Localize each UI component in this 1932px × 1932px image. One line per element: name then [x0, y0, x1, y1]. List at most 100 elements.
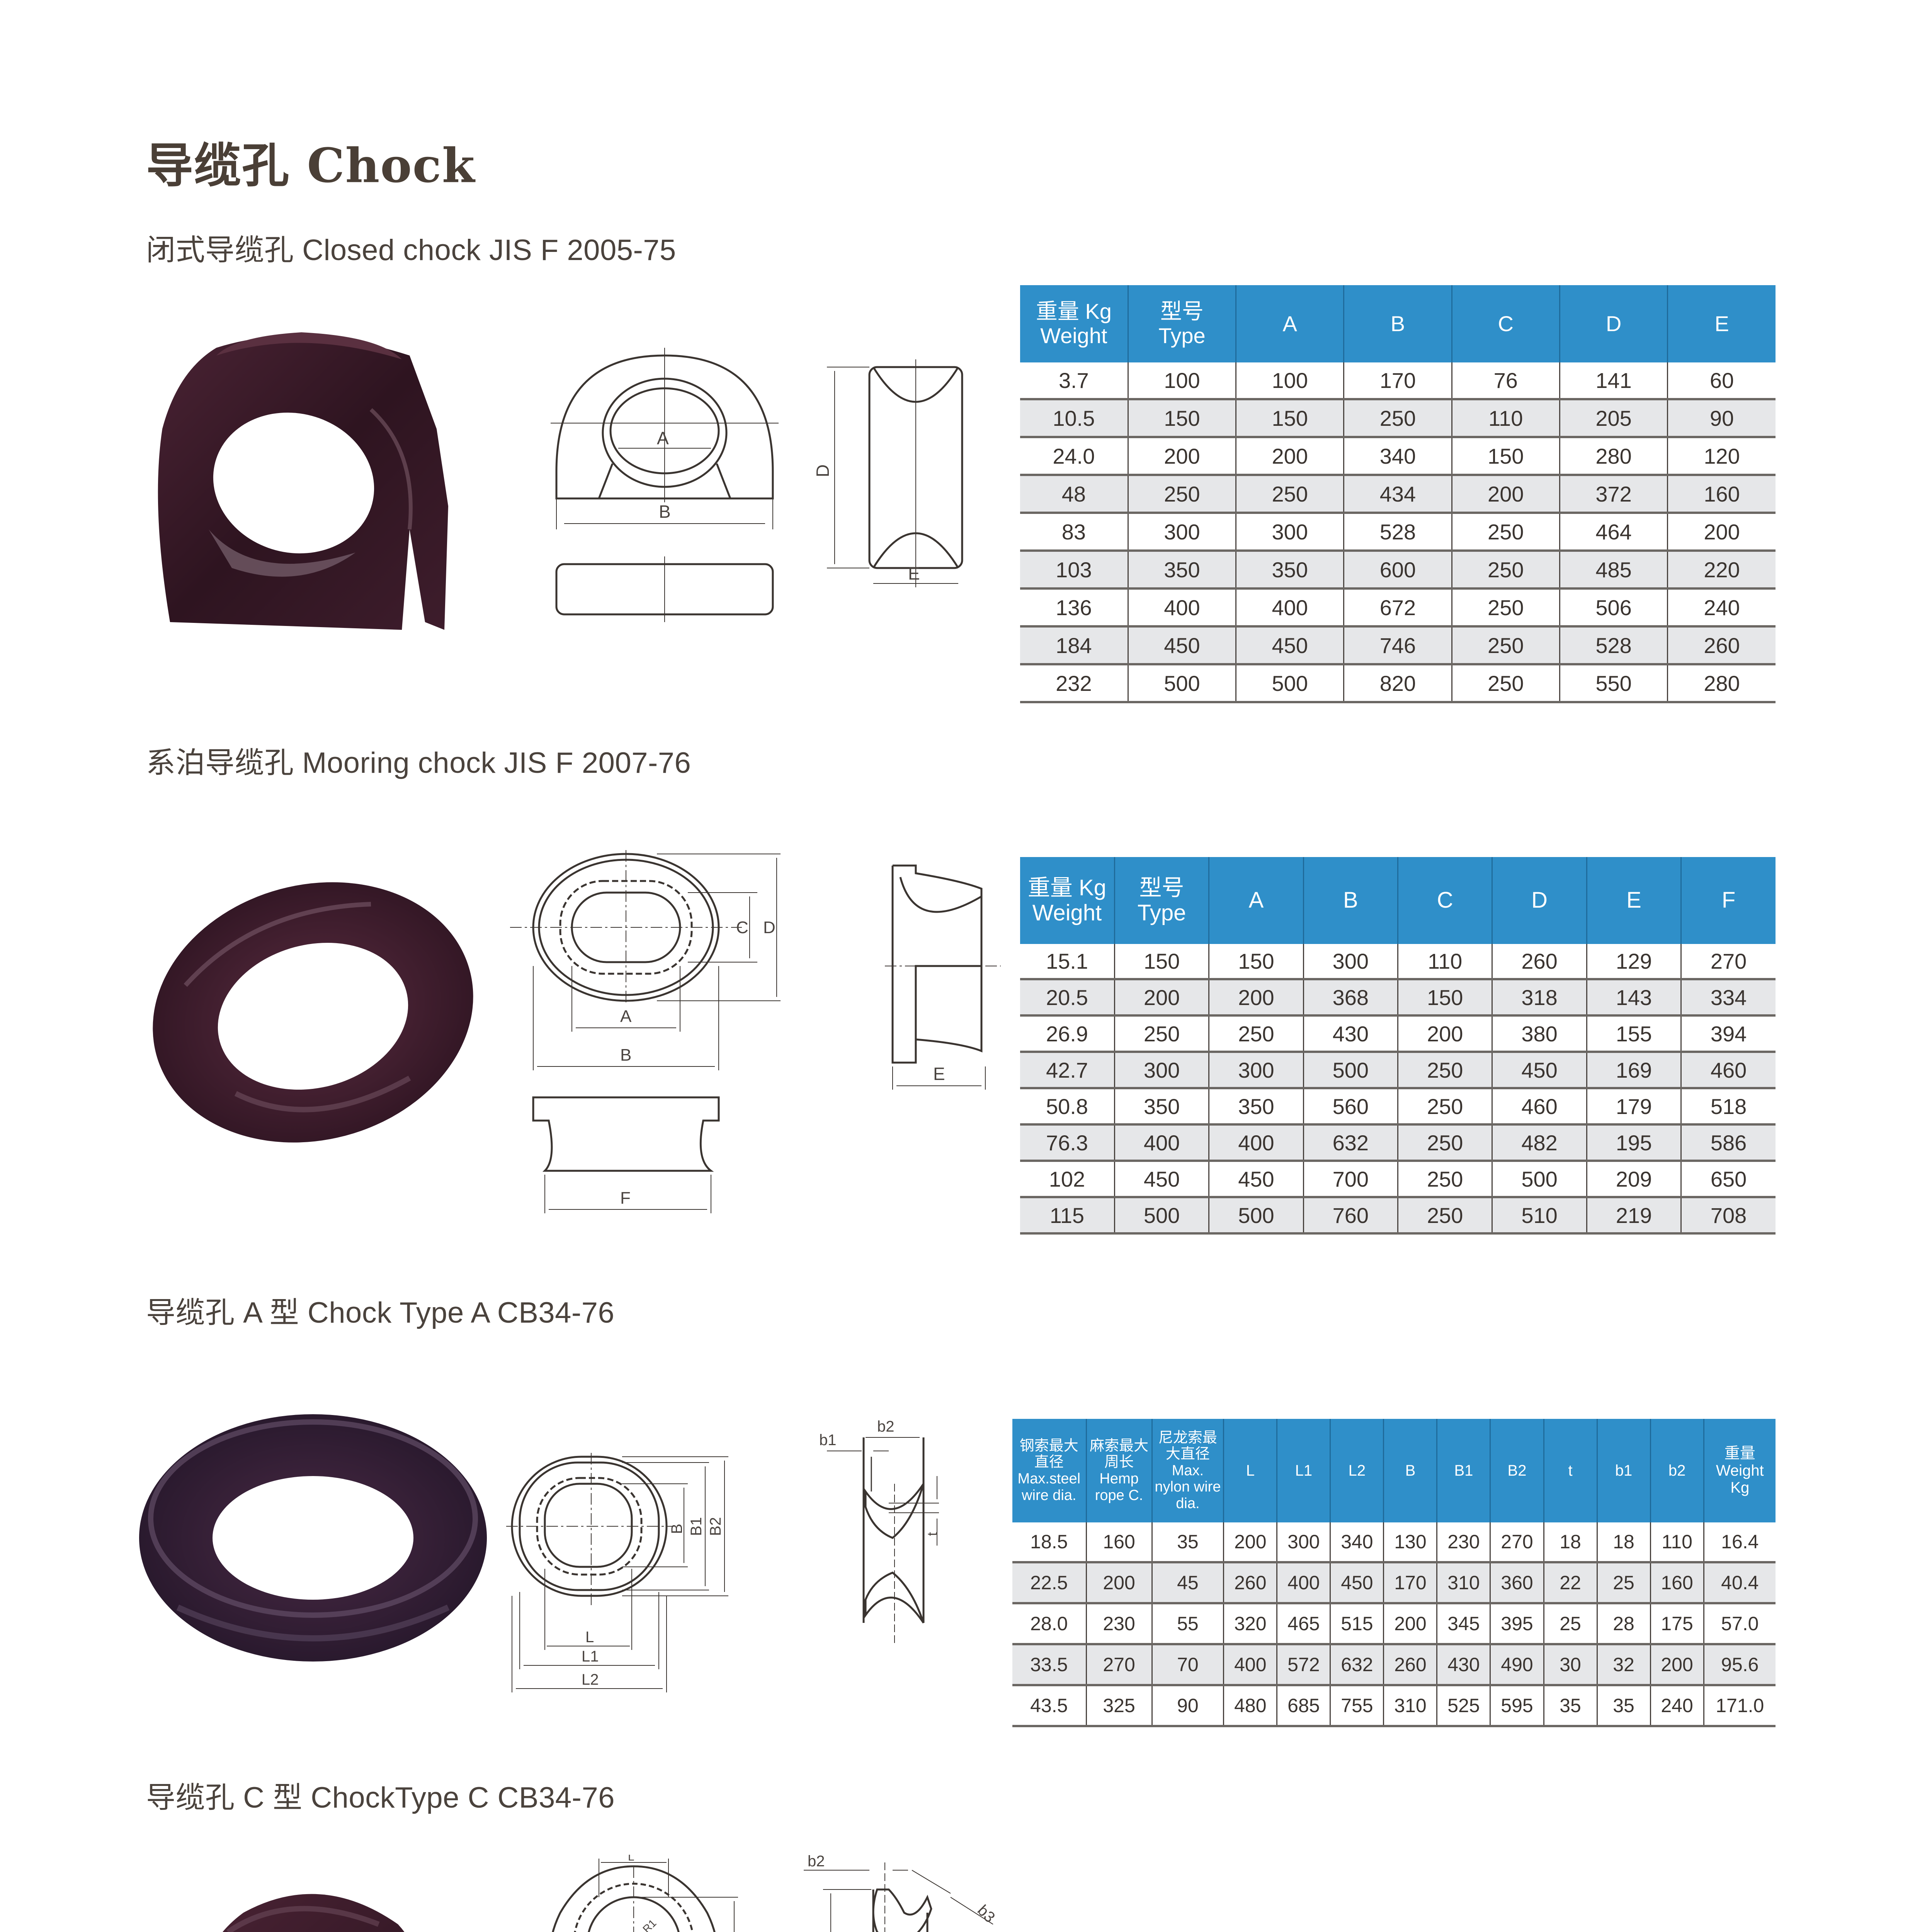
col-f: F	[1680, 857, 1776, 944]
table-cell: 200	[1235, 436, 1344, 475]
dim-label-b2-small: b2	[808, 1853, 825, 1870]
dim-label-e: E	[908, 563, 920, 583]
table-cell: 200	[1085, 1561, 1152, 1603]
table-cell: 280	[1667, 663, 1776, 702]
dim-label-b2: b2	[877, 1418, 895, 1435]
table-cell: 400	[1223, 1643, 1277, 1685]
table-cell: 55	[1151, 1602, 1224, 1644]
page-title: 导缆孔 Chock	[146, 138, 476, 193]
table-cell: 250	[1451, 625, 1560, 664]
col-a: A	[1235, 285, 1344, 362]
table-cell: 320	[1223, 1602, 1277, 1644]
table-cell: 155	[1586, 1014, 1681, 1052]
table-cell: 310	[1436, 1561, 1490, 1603]
table-cell: 300	[1303, 944, 1398, 979]
table-cell: 25	[1543, 1602, 1597, 1644]
table-cell: 28	[1596, 1602, 1651, 1644]
table-cell: 160	[1650, 1561, 1704, 1603]
table-cell: 200	[1397, 1014, 1492, 1052]
table-cell: 219	[1586, 1196, 1681, 1233]
table-cell: 171.0	[1703, 1684, 1776, 1726]
table-cell: 26.9	[1020, 1014, 1115, 1052]
table-cell: 136	[1020, 587, 1128, 626]
table-cell: 760	[1303, 1196, 1398, 1233]
table-cell: 300	[1208, 1051, 1304, 1088]
col-l1: L1	[1276, 1419, 1330, 1522]
table-cell: 500	[1492, 1160, 1587, 1197]
table-cell: 525	[1436, 1684, 1490, 1726]
table-cell: 18.5	[1030, 1531, 1068, 1553]
table-cell: 184	[1020, 625, 1128, 664]
table-cell: 205	[1559, 398, 1668, 437]
table-cell: 169	[1586, 1051, 1681, 1088]
table-cell: 250	[1451, 663, 1560, 702]
table-cell: 240	[1650, 1684, 1704, 1726]
table-cell: 129	[1586, 944, 1681, 979]
table-cell: 18	[1596, 1522, 1651, 1562]
table-cell: 270	[1085, 1643, 1152, 1685]
table-cell: 250	[1397, 1051, 1492, 1088]
table-cell: 350	[1127, 549, 1236, 588]
table-cell: 25	[1596, 1561, 1651, 1603]
closed-chock-side-drawing: D E	[811, 359, 974, 591]
table-cell: 42.7	[1020, 1051, 1115, 1088]
table-cell: 450	[1235, 625, 1344, 664]
table-cell: 150	[1208, 944, 1304, 979]
table-cell: 200	[1114, 978, 1209, 1015]
table-cell: 95.6	[1703, 1643, 1776, 1685]
table-cell: 232	[1020, 663, 1128, 702]
dim-label-b: B	[668, 1524, 685, 1534]
table-cell: 500	[1127, 663, 1236, 702]
section-title-closed-chock: 闭式导缆孔 Closed chock JIS F 2005-75	[146, 234, 676, 267]
table-cell: 672	[1343, 587, 1452, 626]
table-cell: 394	[1680, 1014, 1776, 1052]
table-cell: 500	[1208, 1196, 1304, 1233]
table-cell: 102	[1020, 1160, 1115, 1197]
table-cell: 345	[1436, 1602, 1490, 1644]
col-c: C	[1397, 857, 1492, 944]
dim-label-b: B	[620, 1046, 631, 1065]
table-cell: 120	[1667, 436, 1776, 475]
table-cell: 360	[1490, 1561, 1544, 1603]
table-cell: 250	[1235, 474, 1344, 513]
table-cell: 460	[1680, 1051, 1776, 1088]
col-e: E	[1586, 857, 1681, 944]
table-cell: 250	[1127, 474, 1236, 513]
table-cell: 16.4	[1703, 1522, 1776, 1562]
table-cell: 30	[1543, 1643, 1597, 1685]
table-cell: 150	[1114, 944, 1209, 979]
dim-label-b2: B2	[707, 1517, 724, 1536]
table-cell: 400	[1208, 1123, 1304, 1161]
table-cell: 300	[1235, 512, 1344, 551]
table-cell: 340	[1343, 436, 1452, 475]
table-cell: 586	[1680, 1123, 1776, 1161]
table-cell: 310	[1383, 1684, 1437, 1726]
table-cell: 200	[1127, 436, 1236, 475]
table-cell: 160	[1085, 1522, 1152, 1562]
table-cell: 464	[1559, 512, 1668, 551]
dim-label-b: B	[659, 502, 671, 522]
table-cell: 270	[1680, 944, 1776, 979]
table-cell: 200	[1650, 1643, 1704, 1685]
table-cell: 110	[1650, 1522, 1704, 1562]
section-title-mooring-chock: 系泊导缆孔 Mooring chock JIS F 2007-76	[146, 747, 691, 779]
col-b: B	[1343, 285, 1452, 362]
closed-chock-front-drawing: A B	[549, 348, 781, 622]
table-cell: 90	[1667, 398, 1776, 437]
table-cell: 240	[1667, 587, 1776, 626]
table-cell: 179	[1586, 1087, 1681, 1124]
table-cell: 340	[1330, 1522, 1384, 1562]
table-cell: 43.5	[1012, 1684, 1087, 1726]
col-c: C	[1451, 285, 1560, 362]
table-cell: 700	[1303, 1160, 1398, 1197]
